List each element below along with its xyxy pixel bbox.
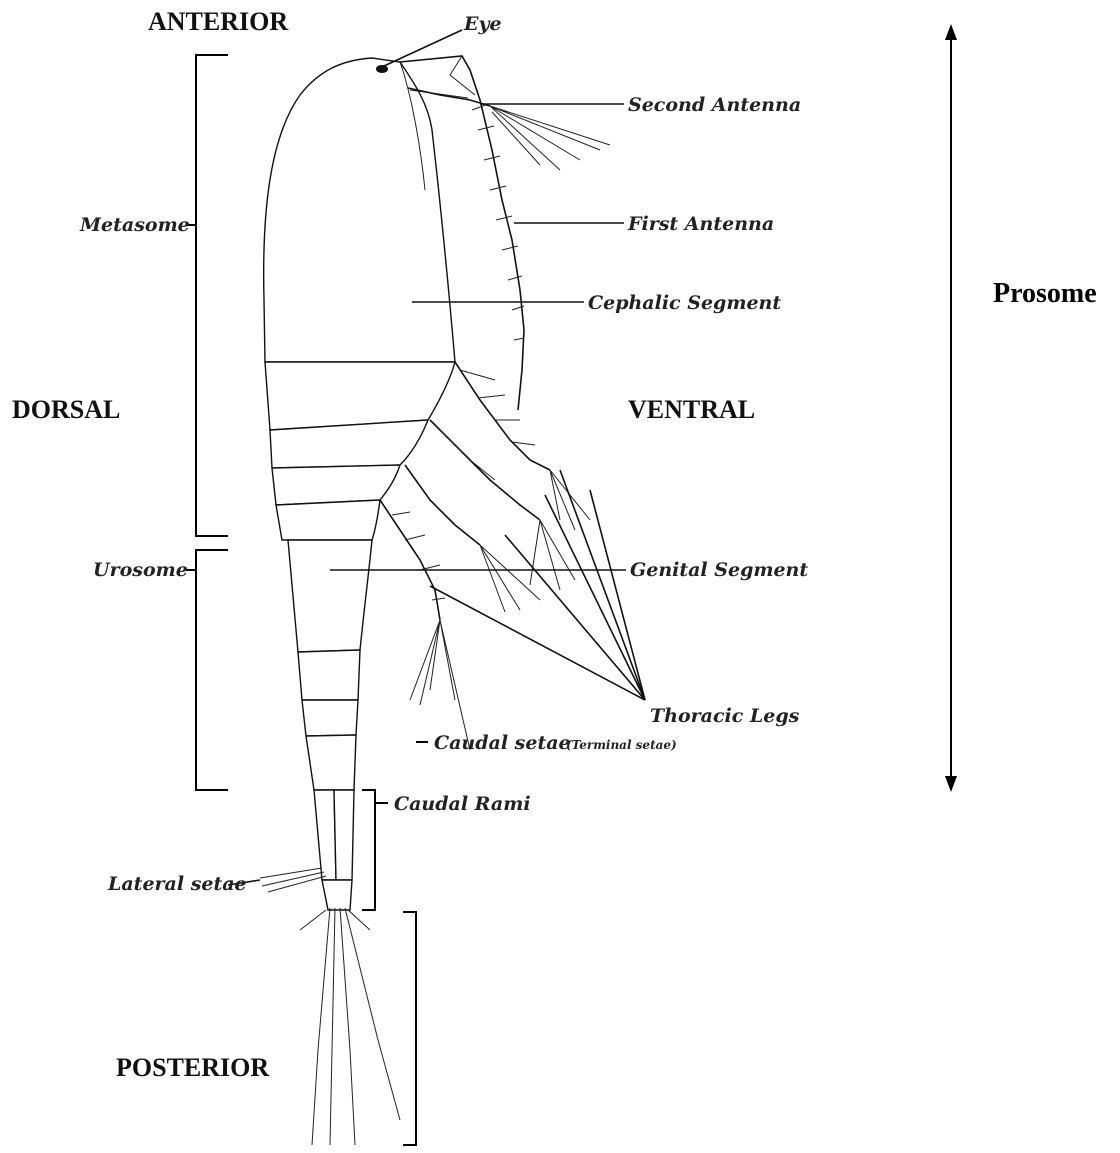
thoracic-legs-label: Thoracic Legs (650, 705, 800, 727)
second-antenna-label: Second Antenna (628, 94, 801, 116)
urosome-bracket (186, 550, 228, 790)
metasome-label: Metasome (79, 214, 190, 236)
copepod-body (260, 56, 610, 1145)
eye-label: Eye (463, 13, 502, 35)
cephalic-segment-label: Cephalic Segment (588, 292, 781, 314)
genital-segment-label: Genital Segment (630, 559, 808, 581)
urosome-label: Urosome (93, 559, 188, 581)
first-antenna-label: First Antenna (627, 213, 774, 235)
caudal-rami-label: Caudal Rami (394, 793, 531, 815)
prosome-label: Prosome (993, 278, 1097, 309)
dorsal-label: DORSAL (12, 395, 120, 424)
posterior-label: POSTERIOR (116, 1053, 269, 1082)
ventral-label: VENTRAL (628, 395, 755, 424)
lateral-setae-label: Lateral setae (107, 873, 247, 895)
caudal-setae-label: Caudal setae (434, 732, 571, 754)
metasome-bracket (186, 55, 228, 536)
terminal-setae-label: (Terminal setae) (566, 738, 677, 752)
caudal-rami-bracket (362, 790, 388, 910)
prosome-double-arrow (945, 24, 957, 792)
anterior-label: ANTERIOR (148, 7, 288, 36)
